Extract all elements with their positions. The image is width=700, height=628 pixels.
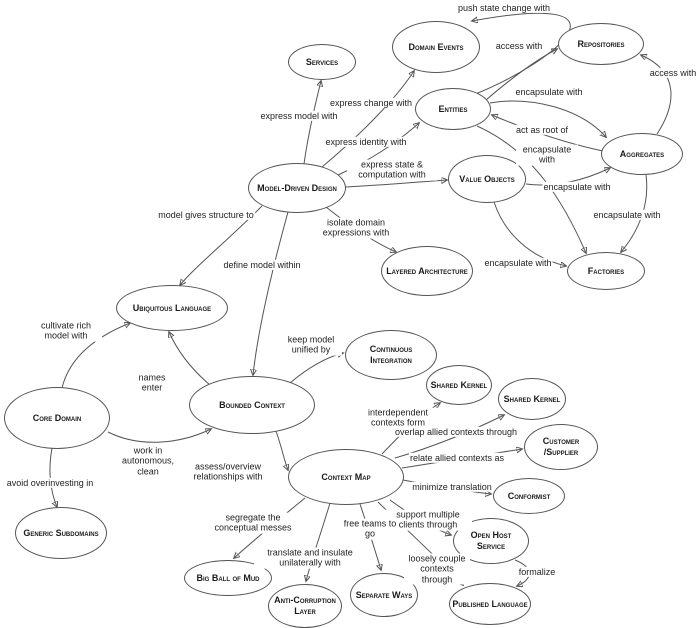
edge-18-label: work in autonomous, clean xyxy=(109,445,187,477)
edge-15-label: encapsulate with xyxy=(483,257,553,269)
edge-25-label: minimize translation xyxy=(411,481,493,493)
edge-26-label: support multiple clients through xyxy=(384,509,472,531)
edge-13-label: encapsulate with xyxy=(542,181,612,193)
edge-31-label: formalize xyxy=(517,566,557,578)
node-conformist: Conformist xyxy=(493,478,565,514)
edge-4-arrow xyxy=(321,71,414,168)
edge-21-label: assess/overview relationships with xyxy=(183,461,273,483)
edge-3-label: express model with xyxy=(259,110,339,122)
node-continuous-integration: Continuous Integration xyxy=(345,330,437,380)
edge-9-label: define model within xyxy=(222,259,302,271)
edge-9-arrow xyxy=(253,211,289,375)
node-anti-corruption-layer: Anti-Corruption Layer xyxy=(268,584,342,628)
edge-23-arrow xyxy=(394,415,504,459)
node-generic-subdomains: Generic Subdomains xyxy=(15,507,107,559)
edge-16-label: cultivate rich model with xyxy=(30,320,102,342)
edge-28-label: translate and insulate unilaterally with xyxy=(254,547,366,569)
edge-28-arrow xyxy=(306,502,331,581)
edge-0-label: push state change with xyxy=(456,2,552,14)
node-published-language: Published Language xyxy=(449,583,531,625)
edge-10-label: encapsulate with xyxy=(514,86,584,98)
node-domain-events: Domain Events xyxy=(392,21,480,73)
edge-18-arrow xyxy=(107,429,211,443)
node-services: Services xyxy=(288,44,356,80)
edge-30-label: loosely couple contexts through xyxy=(404,553,470,585)
edge-22-label: interdependent contexts form xyxy=(357,407,439,429)
node-repositories: Repositories xyxy=(558,23,644,65)
edge-16-arrow xyxy=(61,323,130,389)
edge-4-label: express change with xyxy=(328,97,414,109)
node-value-objects: Value Objects xyxy=(448,155,526,203)
edge-2-arrow xyxy=(641,55,672,135)
edge-14-label: encapsulate with xyxy=(592,209,662,221)
node-context-map: Context Map xyxy=(288,449,404,505)
node-bounded-context: Bounded Context xyxy=(189,376,315,434)
node-entities: Entities xyxy=(415,88,491,130)
node-layered-architecture: Layered Architecture xyxy=(381,246,473,296)
edge-12-label: encapsulate with xyxy=(516,144,578,166)
node-aggregates: Aggregates xyxy=(601,133,683,175)
edge-11-arrow xyxy=(492,115,604,152)
node-factories: Factories xyxy=(567,252,645,290)
edge-19-label: avoid overinvesting in xyxy=(5,477,95,489)
edge-24-label: relate allied contexts as xyxy=(408,452,506,464)
edge-3-arrow xyxy=(303,81,321,165)
node-ubiquitous-language: Ubiquitous Language xyxy=(116,285,228,331)
edge-10-arrow xyxy=(489,100,606,137)
edge-20-label: keep model unified by xyxy=(280,334,342,356)
edge-1-label: access with xyxy=(494,40,544,52)
node-shared-kernel-lower: Shared Kernel xyxy=(498,378,566,420)
edge-29-label: segregate the conceptual messes xyxy=(204,512,302,534)
edge-1-arrow xyxy=(485,49,557,101)
edge-27-label: free teams to go xyxy=(341,518,399,540)
edge-7-label: isolate domain expressions with xyxy=(314,217,398,239)
edge-11-label: act as root of xyxy=(514,124,570,136)
edge-12-arrow xyxy=(476,125,586,253)
edge-0-arrow xyxy=(472,12,571,96)
edge-23-label: overlap allied contexts through xyxy=(393,426,519,438)
edge-8-label: model gives structure to xyxy=(157,209,255,221)
edge-21-arrow xyxy=(275,430,288,470)
edge-6-label: express state & computation with xyxy=(347,159,437,181)
node-core-domain: Core Domain xyxy=(4,387,110,449)
edge-2-label: access with xyxy=(648,67,698,79)
edge-6-arrow xyxy=(345,180,447,188)
node-model-driven-design: Model-Driven Design xyxy=(248,163,346,213)
edge-20-arrow xyxy=(289,353,343,384)
edge-17-label: names enter xyxy=(134,372,170,394)
edge-17-arrow xyxy=(169,332,211,386)
node-customer-supplier: Customer /Supplier xyxy=(524,424,598,470)
edge-15-arrow xyxy=(493,201,566,266)
node-shared-kernel-upper: Shared Kernel xyxy=(426,365,492,405)
edge-5-label: express identity with xyxy=(324,136,408,148)
